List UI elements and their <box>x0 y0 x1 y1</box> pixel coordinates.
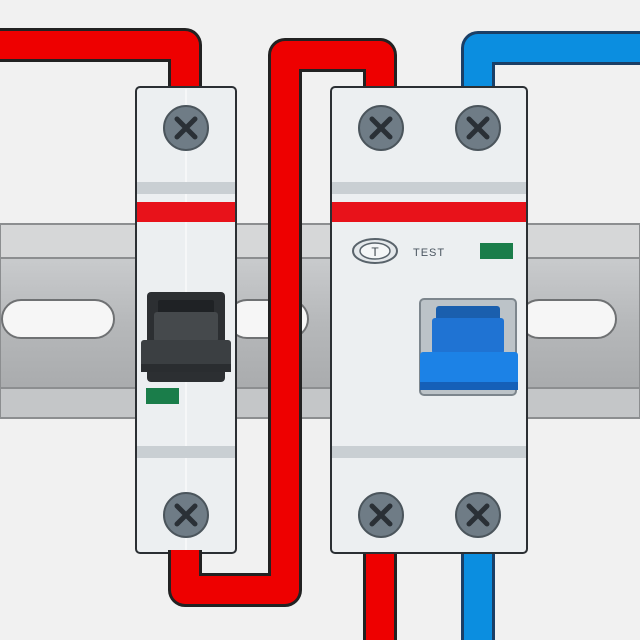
rcd-red-band <box>332 202 526 222</box>
test-button-letter: T <box>371 245 379 259</box>
breaker-toggle-switch[interactable] <box>141 292 231 382</box>
cross-screw-icon <box>455 492 501 538</box>
rail-slot-right <box>519 299 617 339</box>
breaker-red-band <box>137 202 235 222</box>
single-pole-breaker <box>135 86 237 554</box>
cross-screw-icon <box>455 105 501 151</box>
rcd-breaker: T TEST <box>330 86 528 554</box>
rcd-toggle-switch[interactable] <box>419 298 518 396</box>
test-label: TEST <box>413 247 445 259</box>
test-button-icon[interactable]: T <box>352 238 398 264</box>
rcd-status-indicator <box>480 243 513 259</box>
breaker-status-indicator <box>146 388 179 404</box>
cross-screw-icon <box>163 492 209 538</box>
cross-screw-icon <box>163 105 209 151</box>
cross-screw-icon <box>358 492 404 538</box>
din-rail <box>0 223 640 419</box>
rail-slot-left <box>1 299 115 339</box>
cross-screw-icon <box>358 105 404 151</box>
